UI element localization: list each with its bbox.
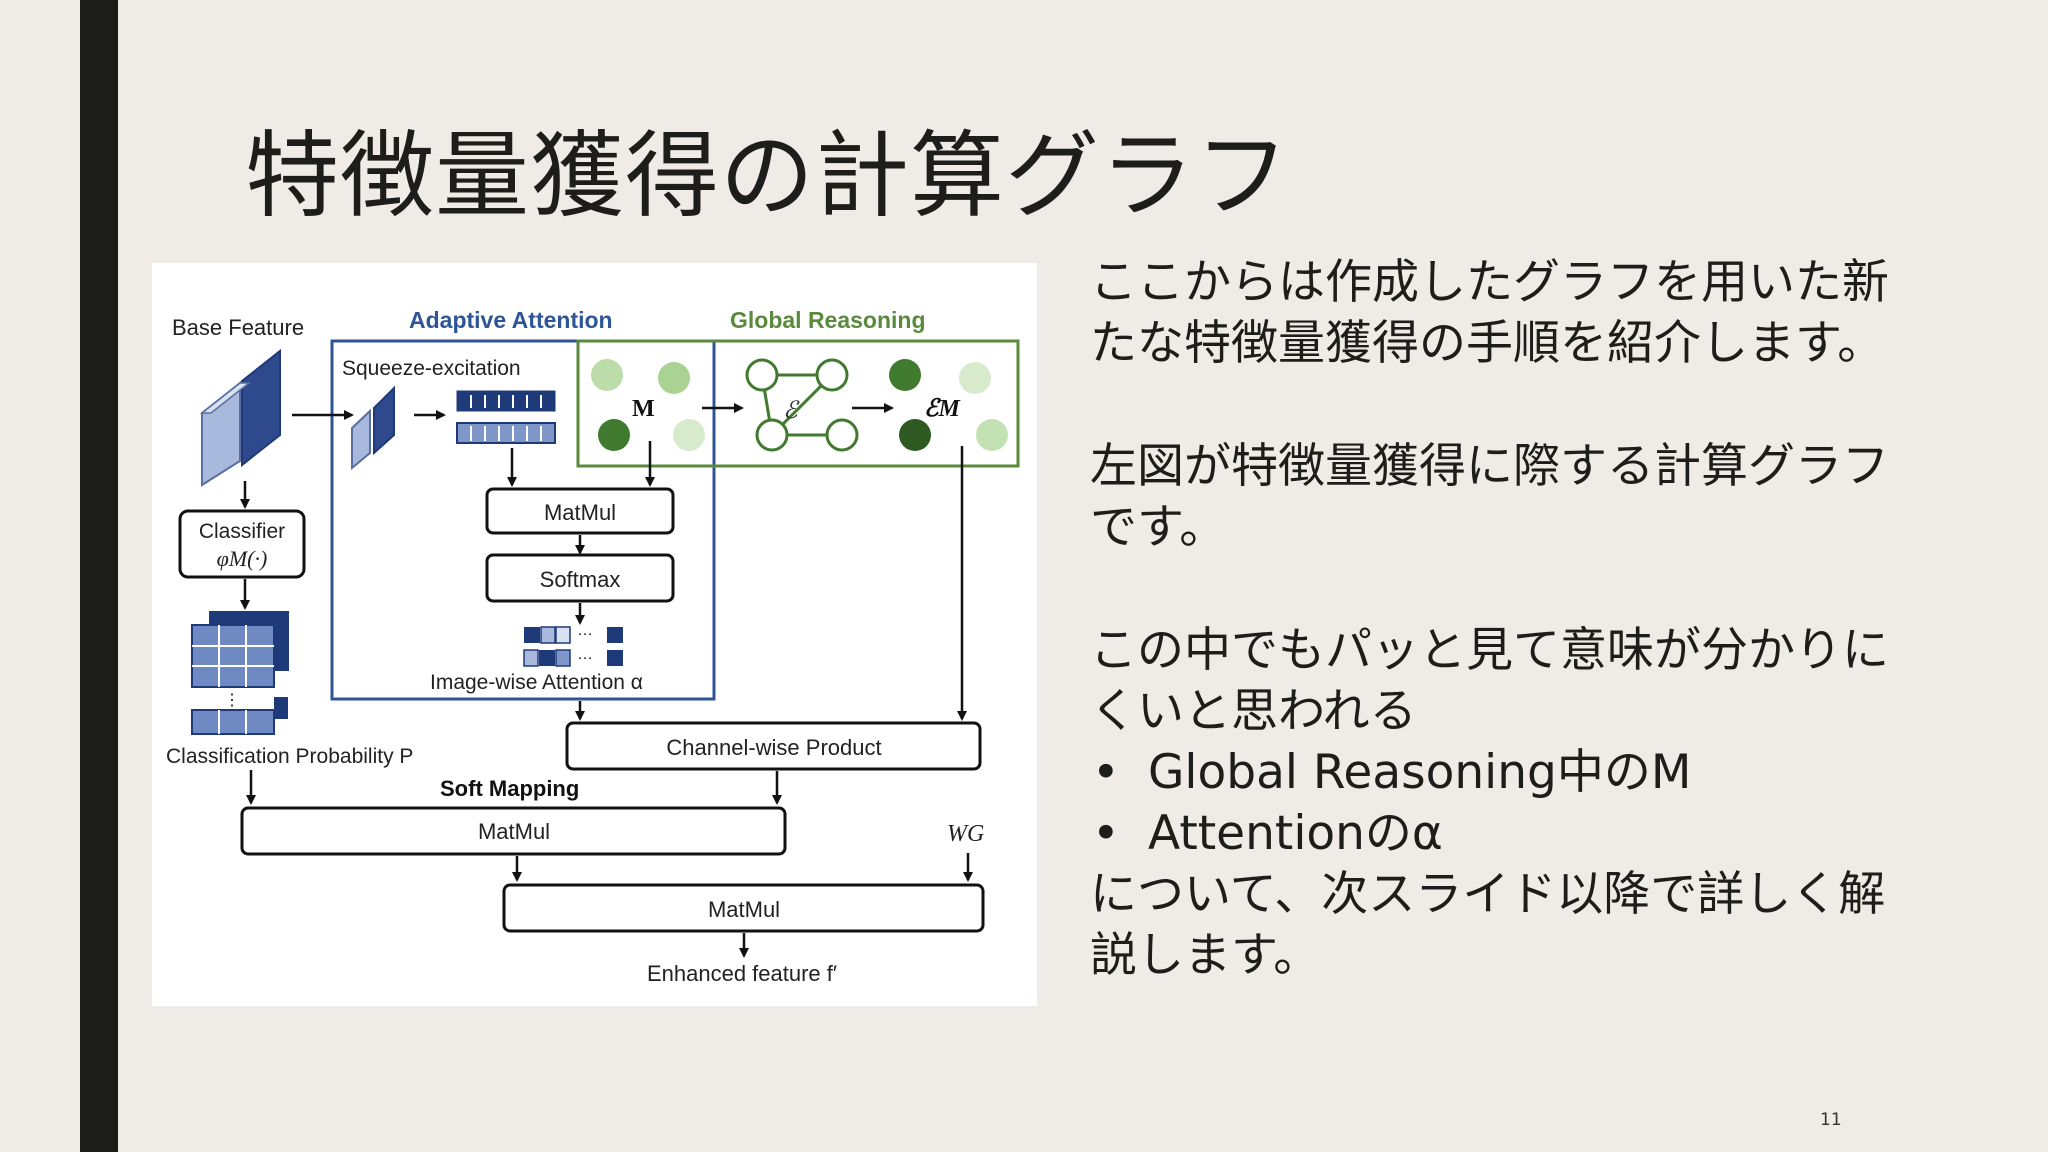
- image-wise-attention-label: Image-wise Attention α: [430, 671, 643, 694]
- computation-graph-figure: Base Feature Adaptive Attention Global R…: [152, 263, 1037, 1006]
- matmul-final-label: MatMul: [708, 897, 780, 922]
- svg-text:…: …: [577, 646, 593, 663]
- channel-wise-product-label: Channel-wise Product: [666, 735, 881, 760]
- em-node-cluster: [889, 359, 1008, 451]
- matmul-soft-mapping-box: [240, 806, 787, 856]
- classifier-function-label: φM(·): [217, 546, 268, 571]
- computation-graph-diagram: Base Feature Adaptive Attention Global R…: [166, 307, 1020, 986]
- body-paragraph-4: について、次スライド以降で詳しく解 説します。: [1090, 867, 1886, 983]
- soft-mapping-label: Soft Mapping: [440, 776, 579, 801]
- matmul-attention-label: MatMul: [544, 500, 616, 525]
- adaptive-attention-box: [330, 339, 716, 701]
- matmul-attention-box: [485, 487, 675, 535]
- channel-wise-product-box: [565, 721, 982, 771]
- global-reasoning-box: [576, 339, 1020, 468]
- m-node-cluster: [591, 359, 705, 451]
- base-feature-label: Base Feature: [172, 315, 304, 340]
- global-reasoning-label: Global Reasoning: [730, 307, 926, 333]
- e-graph: [745, 358, 859, 452]
- slide-body: ここからは作成したグラフを用いた新 たな特徴量獲得の手順を紹介します。 左図が特…: [1090, 252, 1990, 986]
- bullet-item: Attentionのα: [1090, 803, 1990, 864]
- bullet-item: Global Reasoning中のM: [1090, 742, 1990, 803]
- enhanced-feature-label: Enhanced feature f′: [647, 961, 837, 986]
- body-paragraph-3: この中でもパッと見て意味が分かりに くいと思われる: [1090, 623, 1889, 739]
- attention-weights: … …: [523, 622, 623, 667]
- wg-label: WG: [947, 821, 984, 847]
- bullet-list: Global Reasoning中のM Attentionのα: [1090, 742, 1990, 864]
- matmul-soft-mapping-label: MatMul: [478, 819, 550, 844]
- classifier-label: Classifier: [199, 520, 285, 543]
- squeeze-excitation-label: Squeeze-excitation: [342, 357, 521, 380]
- body-paragraph-2: 左図が特徴量獲得に際する計算グラフ です。: [1090, 439, 1889, 555]
- left-accent-bar: [80, 0, 118, 1152]
- base-feature-block: [199, 348, 281, 487]
- em-label: ℰM: [924, 396, 962, 422]
- softmax-label: Softmax: [540, 567, 621, 592]
- se-feature-block: [351, 385, 395, 471]
- m-label: M: [632, 396, 655, 422]
- svg-text:⋮: ⋮: [224, 692, 240, 709]
- svg-text:…: …: [577, 622, 593, 639]
- adaptive-attention-label: Adaptive Attention: [409, 307, 613, 333]
- classifier-box: [178, 509, 306, 579]
- se-vector-top: [456, 390, 556, 412]
- classification-probability-label: Classification Probability P: [166, 745, 413, 768]
- body-paragraph-1: ここからは作成したグラフを用いた新 たな特徴量獲得の手順を紹介します。: [1090, 255, 1889, 371]
- probability-matrix: ⋮: [191, 611, 289, 735]
- se-vector-bottom: [456, 422, 556, 444]
- matmul-final-box: [502, 883, 985, 933]
- page-number: 11: [1820, 1110, 1842, 1130]
- slide-title: 特徴量獲得の計算グラフ: [245, 122, 1291, 231]
- softmax-box: [485, 553, 675, 603]
- e-label: ℰ: [783, 398, 800, 424]
